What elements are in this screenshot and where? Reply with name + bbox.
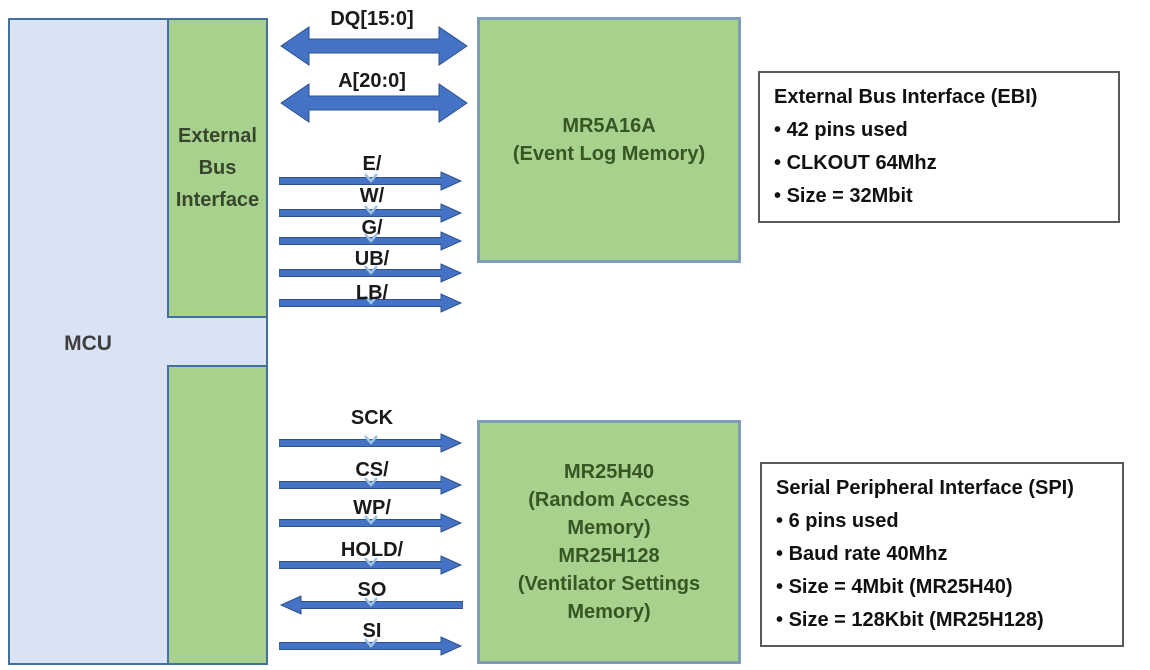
spi-info-bullet: Baud rate 40Mhz bbox=[776, 538, 1108, 571]
spi-info-bullet: Size = 4Mbit (MR25H40) bbox=[776, 571, 1108, 604]
settings-memory-line: (Random Access bbox=[528, 489, 690, 511]
dq-bus-bidirectional-arrow-icon bbox=[280, 26, 468, 66]
hold-signal-right-arrow-icon bbox=[279, 555, 463, 575]
settings-memory-line: Memory) bbox=[567, 517, 651, 539]
signal-label-sck: SCK bbox=[350, 407, 394, 429]
signal-label-w: W/ bbox=[359, 185, 385, 207]
ebi-interface-label: External Bus Interface bbox=[175, 125, 260, 211]
event-log-memory-line: (Event Log Memory) bbox=[512, 143, 706, 165]
ebi-info-bullet: 42 pins used bbox=[774, 114, 1104, 147]
settings-memory-line: (Ventilator Settings bbox=[517, 573, 701, 595]
sck-signal-right-arrow-icon bbox=[279, 433, 463, 453]
signal-label-cs: CS/ bbox=[355, 459, 389, 481]
signal-label-dq: DQ[15:0] bbox=[330, 8, 414, 30]
ebi-info-box: External Bus Interface (EBI) 42 pins use… bbox=[758, 71, 1120, 223]
event-log-memory-block: MR5A16A (Event Log Memory) bbox=[477, 17, 741, 263]
so-signal-left-arrow-icon bbox=[279, 595, 463, 615]
e-signal-right-arrow-icon bbox=[279, 171, 463, 191]
event-log-memory-line: MR5A16A bbox=[562, 115, 656, 137]
signal-label-lb: LB/ bbox=[355, 282, 389, 304]
spi-interface-block bbox=[167, 365, 268, 665]
ebi-info-bullet: CLKOUT 64Mhz bbox=[774, 147, 1104, 180]
settings-memory-line: MR25H40 bbox=[563, 461, 655, 483]
spi-info-title: Serial Peripheral Interface (SPI) bbox=[776, 477, 1074, 499]
signal-label-wp: WP/ bbox=[353, 497, 391, 519]
ub-signal-right-arrow-icon bbox=[279, 263, 463, 283]
address-bus-bidirectional-arrow-icon bbox=[280, 83, 468, 123]
wp-signal-right-arrow-icon bbox=[279, 513, 463, 533]
g-signal-right-arrow-icon bbox=[279, 231, 463, 251]
ebi-info-title: External Bus Interface (EBI) bbox=[774, 86, 1038, 108]
signal-label-hold: HOLD/ bbox=[340, 539, 404, 561]
w-signal-right-arrow-icon bbox=[279, 203, 463, 223]
mcu-label: MCU bbox=[64, 332, 112, 355]
ebi-info-bullet: Size = 32Mbit bbox=[774, 180, 1104, 213]
signal-label-si: SI bbox=[362, 620, 382, 642]
signal-label-g: G/ bbox=[361, 217, 383, 239]
settings-memory-line: MR25H128 bbox=[558, 545, 660, 567]
signal-label-so: SO bbox=[357, 579, 387, 601]
signal-label-ub: UB/ bbox=[354, 248, 390, 270]
lb-signal-right-arrow-icon bbox=[279, 293, 463, 313]
ebi-interface-block: External Bus Interface bbox=[167, 18, 268, 318]
settings-memory-line: Memory) bbox=[567, 601, 651, 623]
settings-memory-block: MR25H40 (Random Access Memory) MR25H128 … bbox=[477, 420, 741, 664]
spi-info-bullet: 6 pins used bbox=[776, 505, 1108, 538]
cs-signal-right-arrow-icon bbox=[279, 475, 463, 495]
spi-info-box: Serial Peripheral Interface (SPI) 6 pins… bbox=[760, 462, 1124, 647]
signal-label-e: E/ bbox=[362, 153, 382, 175]
spi-info-bullet: Size = 128Kbit (MR25H128) bbox=[776, 604, 1108, 637]
si-signal-right-arrow-icon bbox=[279, 636, 463, 656]
signal-label-a: A[20:0] bbox=[338, 70, 406, 92]
